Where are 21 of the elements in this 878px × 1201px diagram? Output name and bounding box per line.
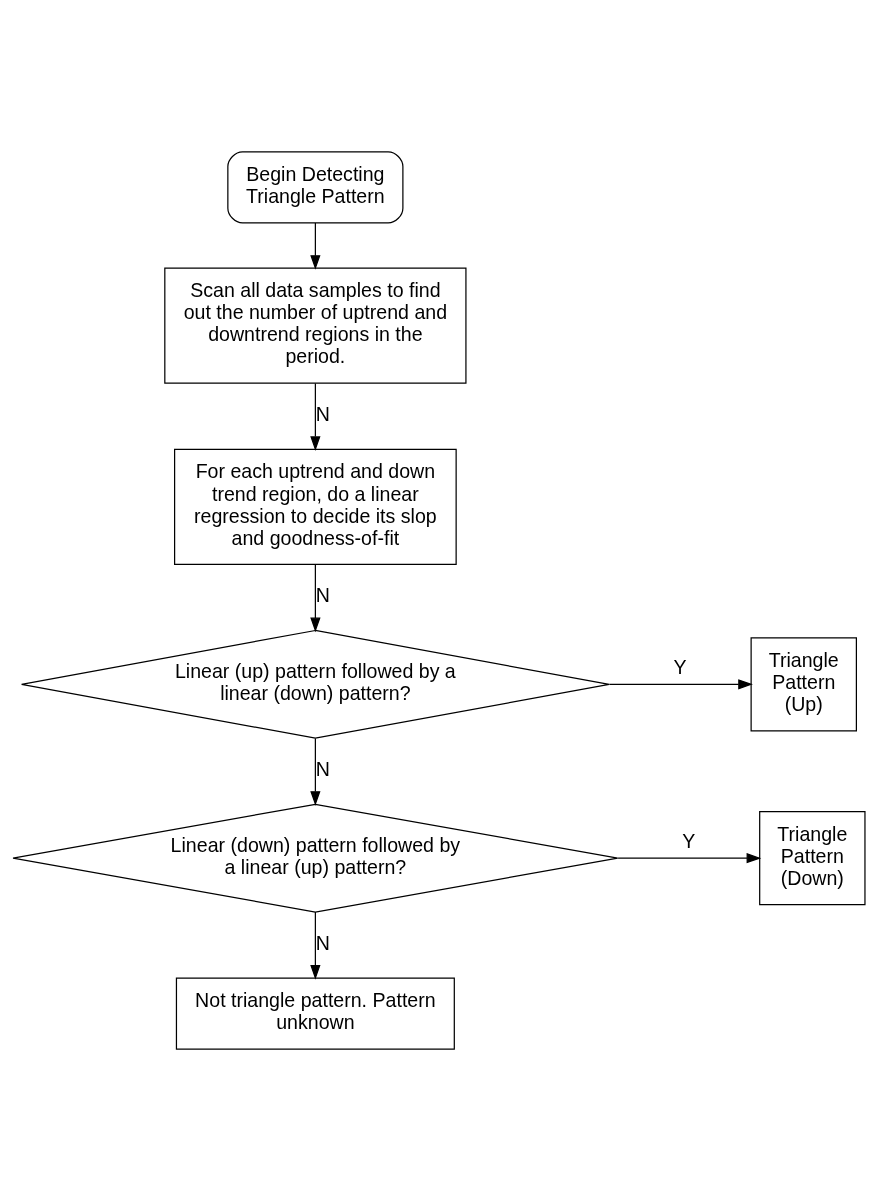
edge-label: N <box>315 757 330 780</box>
arrow <box>310 563 321 633</box>
node-box: Triangle Pattern (Up) <box>750 637 857 732</box>
node-box: Triangle Pattern (Down) <box>759 811 866 906</box>
node-box: Begin Detecting Triangle Pattern <box>227 151 404 224</box>
edge-label: N <box>315 402 330 425</box>
node-box: Not triangle pattern. Pattern unknown <box>175 977 455 1050</box>
node-diamond: Linear (up) pattern followed by a linear (down) pattern? <box>21 629 610 739</box>
arrow <box>310 222 321 270</box>
edge-label: N <box>315 931 330 954</box>
node-box: For each uptrend and down trend region, do a linear regression to decide its slop and goodness-of-fit <box>174 448 457 565</box>
arrow <box>617 853 762 864</box>
edge-label: N <box>315 584 330 607</box>
arrow <box>310 911 321 980</box>
edge-label: Y <box>682 830 696 853</box>
arrow <box>608 679 753 690</box>
arrow <box>310 737 321 806</box>
edge-label: Y <box>673 656 687 679</box>
arrow <box>310 382 321 451</box>
node-box: Scan all data samples to find out the number of uptrend and downtrend regions in the period. <box>164 267 467 384</box>
node-diamond: Linear (down) pattern followed by a linear (up) pattern? <box>12 803 619 913</box>
